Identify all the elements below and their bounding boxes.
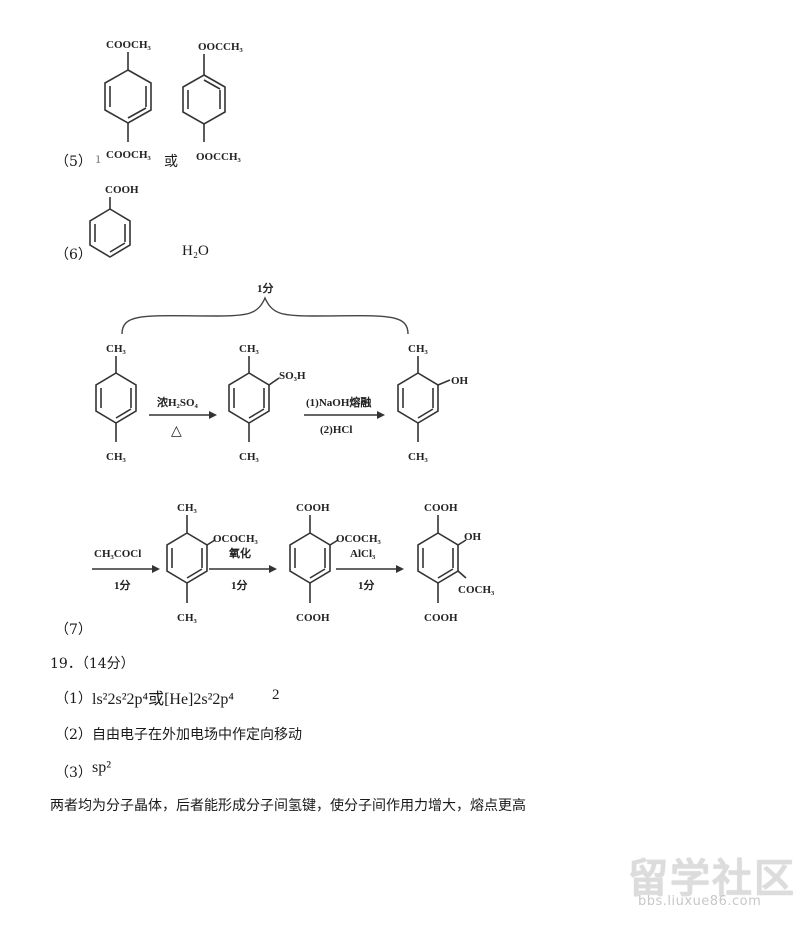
group-top: COOH [105,184,139,196]
arrow-label-below: 1分 [231,578,248,592]
item6-water: H₂O [182,243,209,259]
structure-dimethylphenyl-acetate: CH₃ OCOCH₃ CH₃ [166,502,259,624]
group-bottom: CH₃ [177,612,198,624]
q19-a1-config: ls²2s²2p⁴或[He]2s²2p⁴ [92,691,234,708]
group-side: OH [464,531,482,543]
structure-p-xylene: CH₃ CH₃ [95,343,137,463]
arrow-label-below: (2)HCl [320,424,352,436]
arrow-label-below: △ [171,424,182,439]
group-top: COOH [296,502,330,514]
group-top: CH₃ [408,343,429,355]
group-top: COOH [424,502,458,514]
watermark: 留学社区 bbs.liuxue86.com [628,846,798,916]
arrow-alkali-fusion: (1)NaOH熔融 (2)HCl [304,395,385,436]
group-bottom: COOCH₃ [106,149,152,161]
structure-xylenesulfonic-acid: CH₃ SO₃H CH₃ [228,343,306,463]
item5-tick: ı [96,151,101,167]
item7-label: （7） [55,622,92,638]
q19-heading: 19．（14分） [50,656,135,672]
item5-label: （5） [55,154,92,170]
group-bottom: OOCCH₃ [196,151,242,163]
arrow-label-above: 浓H₂SO₄ [157,395,199,409]
group-top: CH₃ [239,343,260,355]
q19-a1-extra: 2 [272,687,280,703]
q19-a3-hybrid: sp² [92,759,112,776]
group-side: SO₃H [279,370,306,382]
group-bottom: CH₃ [408,451,429,463]
structure-hydroquinone-diacetate: OOCCH₃ OOCCH₃ [182,41,244,163]
group-bottom: CH₃ [106,451,127,463]
group-bottom: COOH [296,612,330,624]
structure-acetyl-hydroxy-terephthalic-acid: COOH OH COCH₃ COOH [417,502,495,624]
arrow-sulfonation: 浓H₂SO₄ △ [149,395,217,439]
q19-a1-label: （1） [55,691,92,707]
brace-label: 1分 [257,281,274,295]
arrow-label-above: (1)NaOH熔融 [306,395,371,409]
q19-a3-label: （3） [55,765,92,781]
arrow-label-below: 1分 [114,578,131,592]
q19-explanation: 两者均为分子晶体，后者能形成分子间氢键，使分子间作用力增大，熔点更高 [50,798,526,814]
group-side: OCOCH₃ [336,533,382,545]
arrow-acetylation: CH₃COCl 1分 [92,548,160,592]
brace: 1分 [121,281,409,335]
arrow-label-above: AlCl₃ [350,548,376,560]
arrow-label-below: 1分 [358,578,375,592]
watermark-url: bbs.liuxue86.com [638,894,762,909]
structure-benzoic-acid: COOH [89,184,139,258]
group-side: OH [451,375,469,387]
item5-or: 或 [164,154,178,170]
group-top: OOCCH₃ [198,41,244,53]
structure-dimethylphenol: CH₃ OH CH₃ [397,343,469,463]
group-top: CH₃ [106,343,127,355]
arrow-oxidation: 氧化 1分 [209,546,277,592]
item6-label: （6） [55,247,92,263]
group-bottom: CH₃ [239,451,260,463]
structure-acetoxy-terephthalic-acid: COOH OCOCH₃ COOH [289,502,382,624]
group-side-2: COCH₃ [458,584,495,596]
q19-a2-label: （2） [55,727,92,743]
group-top: COOCH₃ [106,39,152,51]
structure-dimethyl-terephthalate: COOCH₃ COOCH₃ [104,39,152,161]
arrow-label-above: 氧化 [228,546,251,560]
arrow-fries-rearrangement: AlCl₃ 1分 [336,548,404,592]
group-bottom: COOH [424,612,458,624]
group-side: OCOCH₃ [213,533,259,545]
watermark-main: 留学社区 [628,856,796,902]
group-top: CH₃ [177,502,198,514]
q19-a2-text: 自由电子在外加电场中作定向移动 [92,727,302,743]
arrow-label-above: CH₃COCl [94,548,141,560]
